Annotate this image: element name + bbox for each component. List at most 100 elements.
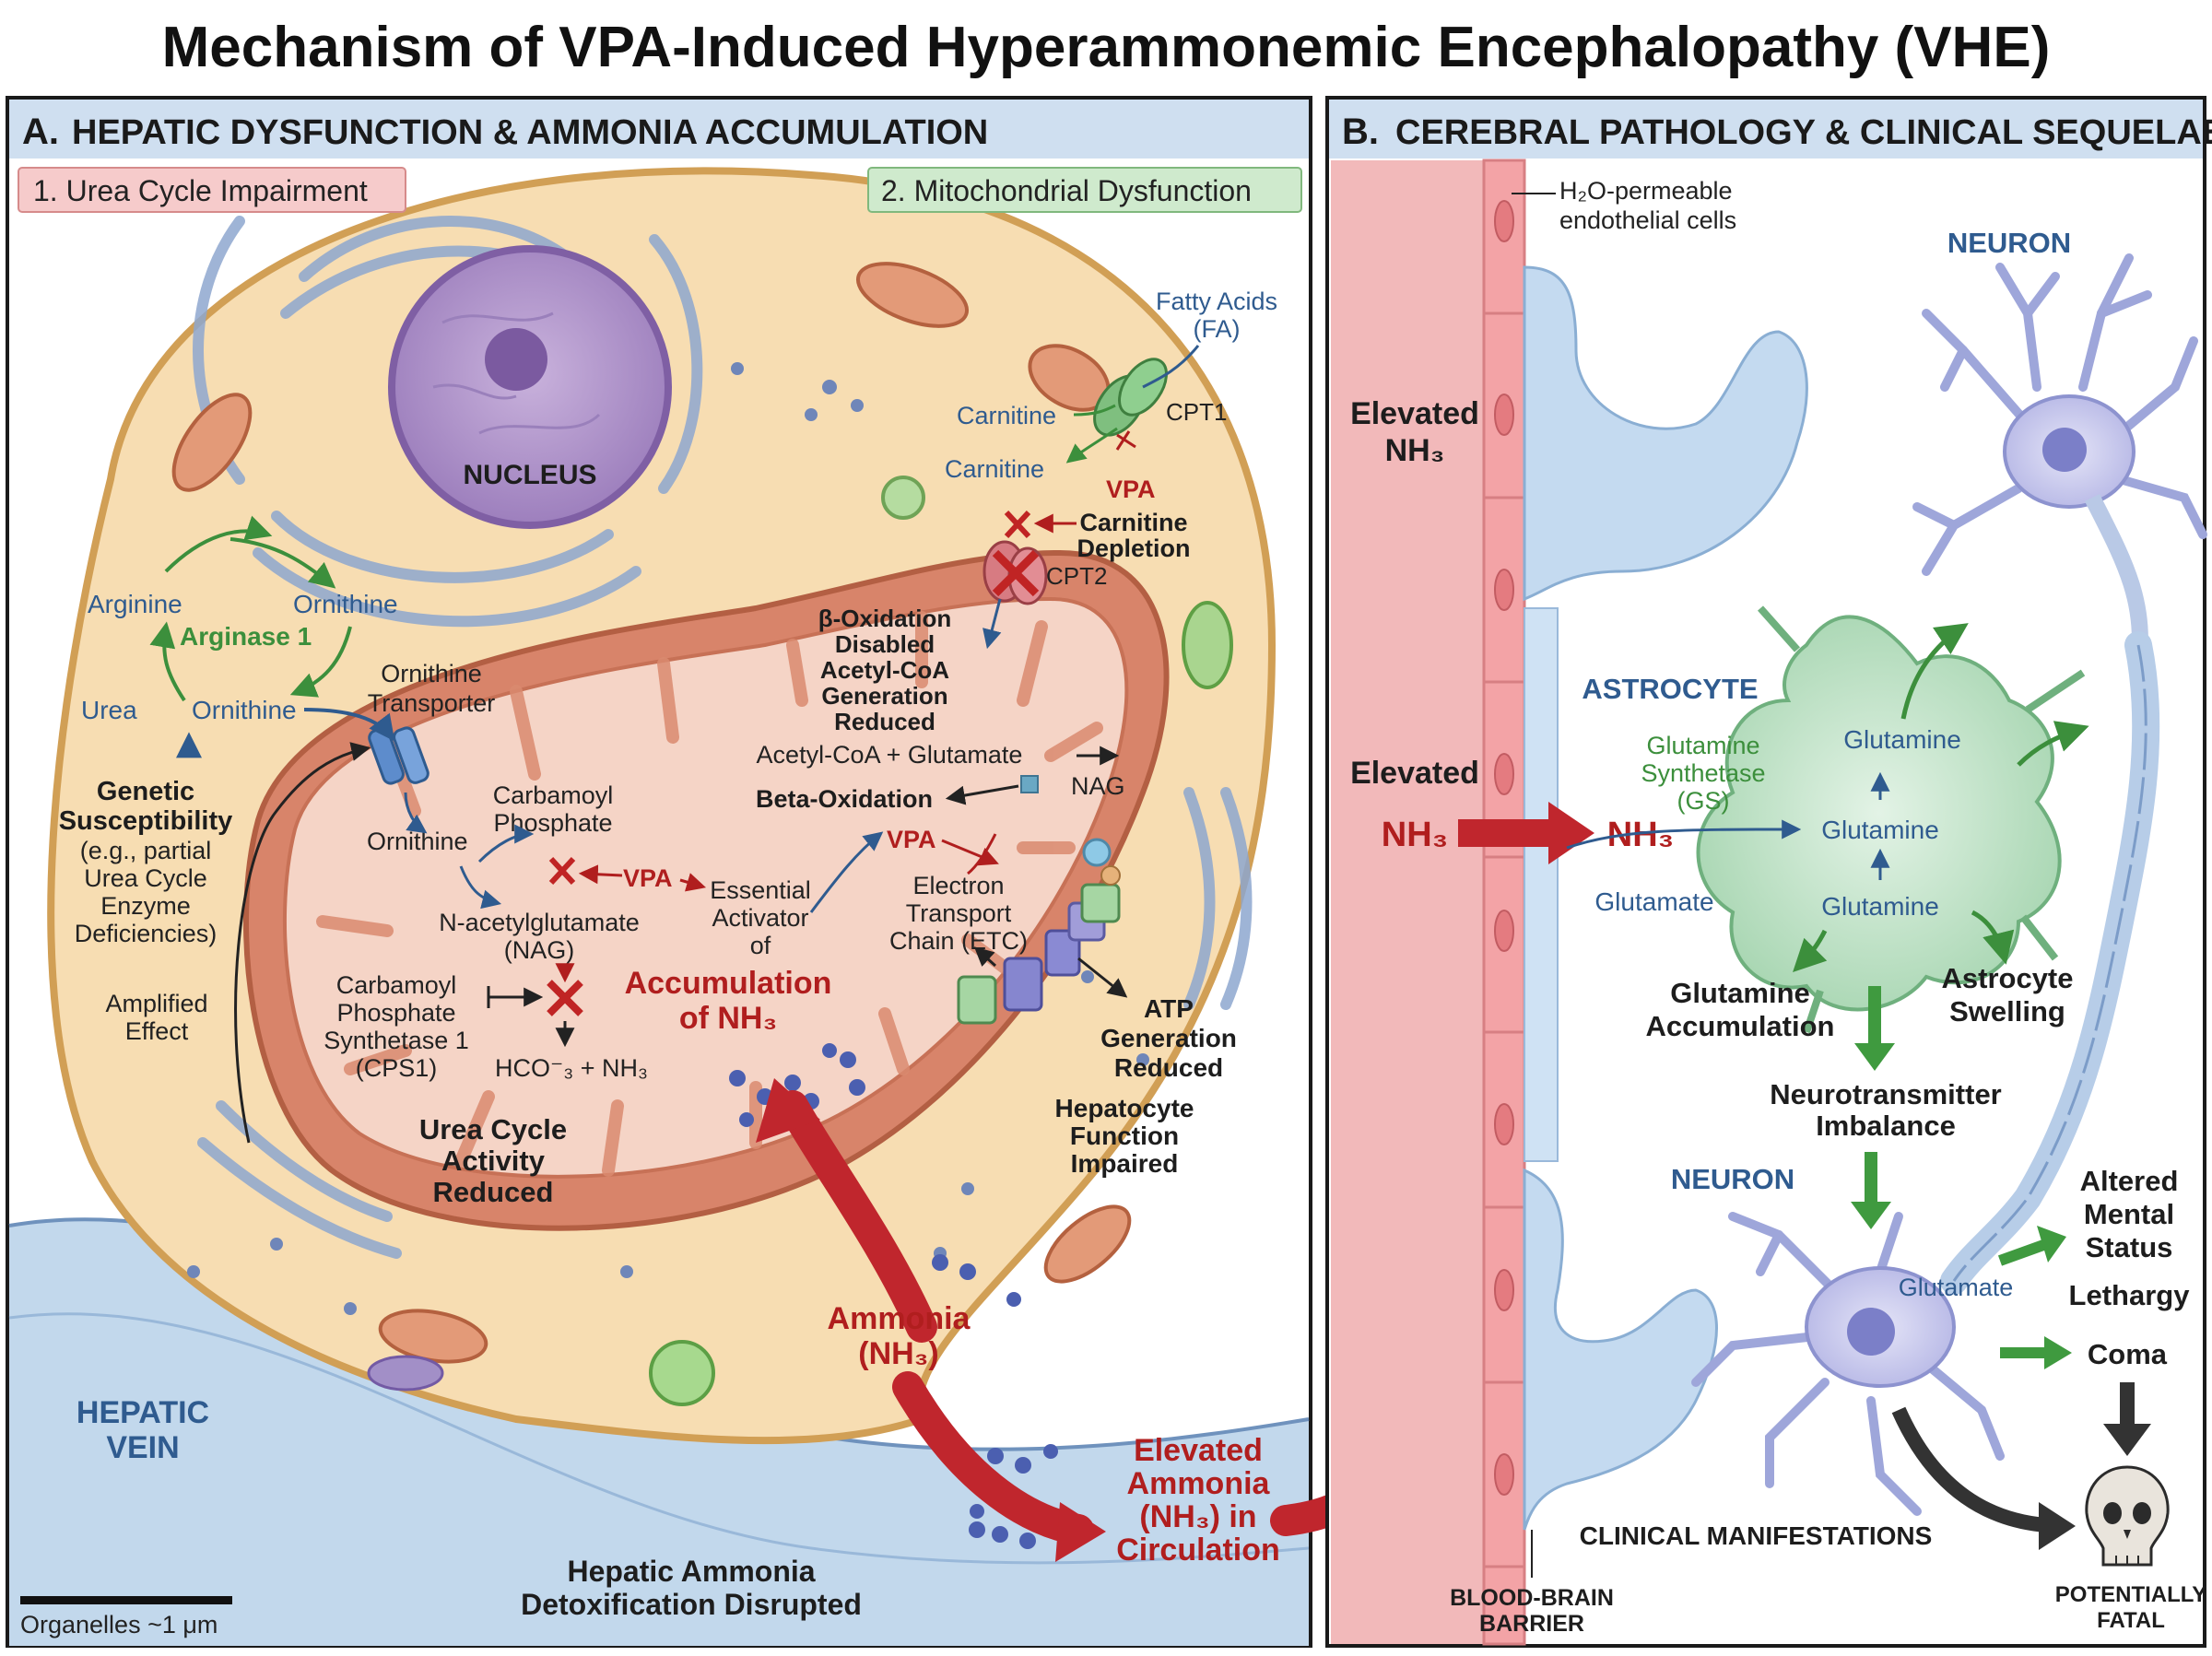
urea-reduced-2: Activity	[441, 1145, 546, 1177]
elevated-1-label-1: Elevated	[1350, 396, 1479, 431]
gs-reaction-arrow	[1566, 819, 1802, 850]
genetic-susceptibility: Genetic Susceptibility (e.g., partial Ur…	[59, 742, 371, 1144]
cps1-label-3: Synthetase 1	[324, 1027, 469, 1054]
arginine-label: Arginine	[88, 590, 182, 618]
essential-activator-3: of	[750, 932, 771, 959]
ornithine-transporter-protein	[368, 726, 429, 785]
neuron-bottom-label: NEURON	[1671, 1163, 1794, 1195]
astrocyte-endfeet	[1523, 265, 1808, 1531]
ornithine-transporter-label-2: Transporter	[368, 689, 496, 717]
urea-label: Urea	[81, 696, 137, 724]
cpt2-label: CPT2	[1046, 562, 1107, 590]
genetic-note-1: (e.g., partial	[80, 837, 212, 864]
beta-disabled-1: β-Oxidation	[818, 605, 951, 632]
altered-label-2: Mental	[2084, 1198, 2174, 1230]
nag-short-label: NAG	[1071, 772, 1125, 800]
coma-label: Coma	[2088, 1338, 2168, 1370]
glutamine-mid-label: Glutamine	[1821, 816, 1939, 844]
cross-mark-1	[548, 856, 576, 886]
glutamate-in-label: Glutamate	[1594, 887, 1713, 916]
ornithine-top-label: Ornithine	[293, 590, 398, 618]
clinical-fatal-arrowhead	[2039, 1502, 2076, 1550]
hco3-label: HCO⁻₃ + NH₃	[495, 1054, 648, 1082]
ammonia-out-arrow	[892, 1371, 1094, 1545]
altered-label-1: Altered	[2080, 1165, 2179, 1197]
glutamine-bot-label: Glutamine	[1821, 892, 1939, 921]
carbamoyl-phosphate-1: Carbamoyl	[493, 781, 614, 809]
vesicles	[187, 362, 1149, 1315]
beta-disabled-4: Generation	[821, 682, 947, 710]
clinical-fatal-arrow	[1891, 1406, 2047, 1533]
atp-label-2: Generation	[1100, 1024, 1237, 1052]
bbb-crossing-arrowhead	[1548, 802, 1594, 864]
cps1-label-2: Phosphate	[336, 999, 455, 1027]
ornithine-mid-label: Ornithine	[192, 696, 297, 724]
elevated-circ-3: (NH₃) in	[1139, 1499, 1256, 1534]
bbb-label-1: BLOOD-BRAIN	[1450, 1585, 1614, 1611]
altered-label-3: Status	[2086, 1231, 2173, 1263]
neuron-top-label: NEURON	[1947, 227, 2071, 259]
endothelial-label-1: H₂O-permeable	[1559, 177, 1733, 205]
mito-box-label: 2. Mitochondrial Dysfunction	[881, 174, 1252, 207]
arginase-label: Arginase 1	[180, 622, 312, 651]
atp-label-1: ATP	[1144, 994, 1194, 1023]
main-title: Mechanism of VPA-Induced Hyperammonemic …	[162, 16, 2051, 79]
urea-reduced-3: Reduced	[433, 1176, 554, 1208]
gs-label-3: (GS)	[1677, 787, 1730, 815]
accumulation-label-1: Accumulation	[625, 966, 832, 1001]
ammonia-upward-arrow	[777, 1090, 937, 1343]
nucleus: NUCLEUS	[388, 245, 672, 529]
hepatocyte-label-1: Hepatocyte	[1055, 1094, 1194, 1122]
atp-label-3: Reduced	[1114, 1053, 1223, 1082]
elevated-circ-2: Ammonia	[1127, 1466, 1271, 1501]
vpa-top-label: VPA	[1106, 476, 1156, 503]
carnitine-1: Carnitine	[957, 402, 1056, 429]
altered-arrowhead	[2037, 1226, 2066, 1263]
endothelial-label-2: endothelial cells	[1559, 206, 1736, 234]
astro-swelling-2: Swelling	[1949, 995, 2065, 1028]
altered-arrow	[1997, 1239, 2049, 1266]
carnitine-2: Carnitine	[945, 455, 1044, 483]
scale-label: Organelles ~1 μm	[20, 1611, 218, 1638]
scale-bar	[20, 1596, 232, 1604]
panel-a-header	[9, 100, 1309, 159]
beta-disabled-3: Acetyl-CoA	[820, 656, 949, 684]
panel-a: A. HEPATIC DYSFUNCTION & AMMONIA ACCUMUL…	[6, 96, 1312, 1648]
fatal-label-2: FATAL	[2097, 1608, 2165, 1633]
nag-label-2: (NAG)	[504, 936, 575, 964]
etc-complexes	[957, 838, 1121, 1025]
cps1-label-1: Carbamoyl	[336, 971, 457, 999]
endothelial-nuclei	[1494, 200, 1514, 1496]
skull-icon	[2085, 1465, 2170, 1567]
carnitine-depletion-1: Carnitine	[1079, 509, 1187, 536]
hepatocyte-label-2: Function	[1070, 1122, 1179, 1150]
ammonia-particles	[729, 1043, 1058, 1549]
genetic-note-2: Urea Cycle	[84, 864, 207, 892]
neurotransmitter-1: Neurotransmitter	[1770, 1078, 2002, 1110]
beta-disabled-5: Reduced	[834, 708, 935, 735]
cpt1-transporter	[1093, 358, 1168, 437]
beta-oxidation-label: Beta-Oxidation	[756, 785, 933, 813]
coma-arrowhead	[2044, 1336, 2072, 1369]
beta-oxidation-pathway: Fatty Acids (FA) Carnitine CPT1 Carnitin…	[756, 288, 1277, 1178]
neurotransmitter-2: Imbalance	[1816, 1110, 1956, 1142]
nt-to-neuron-arrowhead	[1851, 1202, 1891, 1229]
cpt1-label: CPT1	[1166, 398, 1227, 426]
cps1-label-4: (CPS1)	[356, 1054, 438, 1082]
myelinated-axon	[1940, 631, 2160, 1295]
ammonia-out-arrowhead	[1055, 1502, 1106, 1562]
coma-to-fatal-arrowhead	[2103, 1424, 2151, 1456]
etc-label-1: Electron	[912, 872, 1004, 899]
endothelial-junctions	[1484, 311, 1524, 1568]
essential-activator-1: Essential	[710, 876, 811, 904]
ammonia-label-1: Ammonia	[828, 1301, 971, 1336]
glutamine-top-label: Glutamine	[1843, 725, 1961, 754]
panel-a-letter: A.	[22, 112, 59, 152]
elevated-2-label: Elevated	[1350, 756, 1479, 791]
beta-disabled-2: Disabled	[835, 630, 935, 658]
hepatic-vein-label-1: HEPATIC	[76, 1395, 209, 1430]
carnitine-depletion-2: Depletion	[1077, 534, 1190, 562]
panel-b-letter: B.	[1342, 112, 1379, 152]
amplified-label-2: Effect	[125, 1017, 189, 1045]
